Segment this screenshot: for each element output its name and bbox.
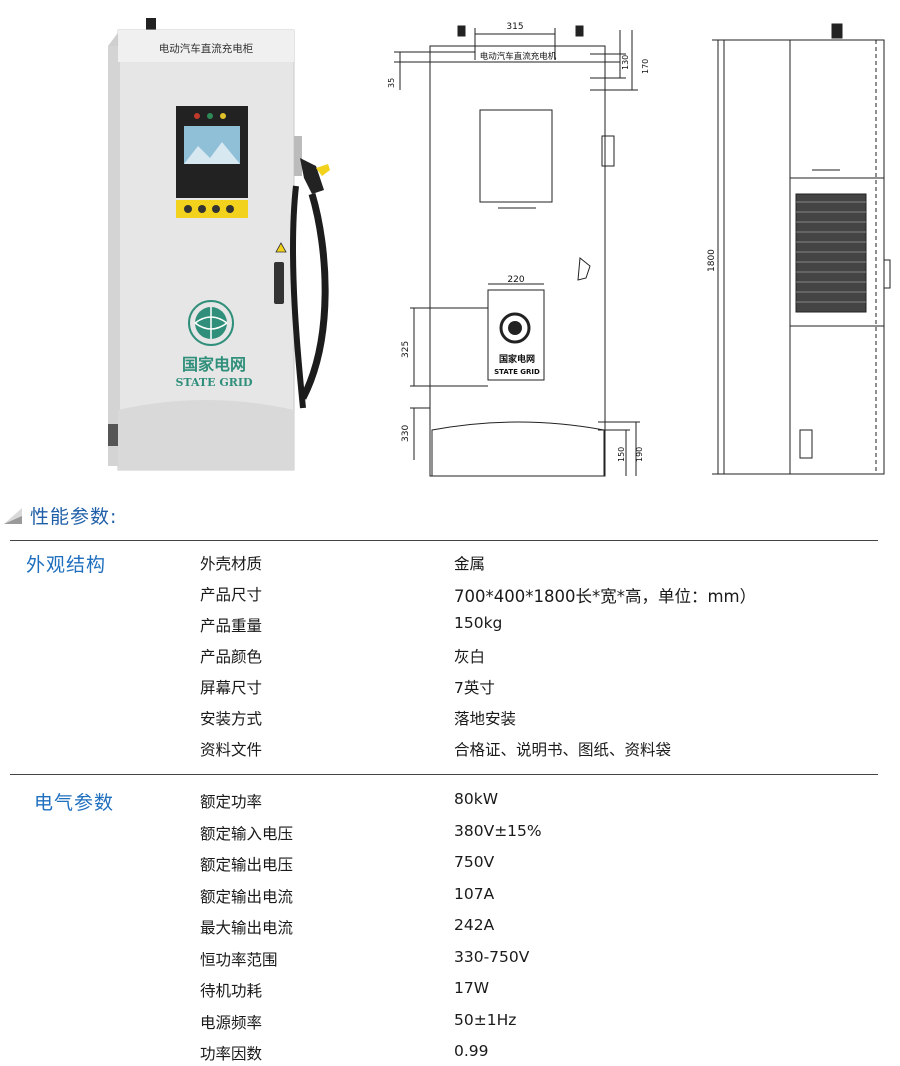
spec-row: 产品颜色 灰白 [0, 641, 900, 672]
spec-value: 380V±15% [454, 821, 542, 840]
divider-line [10, 774, 878, 775]
spec-row: 产品重量 150kg [0, 610, 900, 641]
spec-label: 产品颜色 [200, 648, 263, 666]
spec-value: 灰白 [454, 648, 486, 666]
dim-325: 325 [401, 341, 411, 358]
spec-row: 待机功耗 17W [0, 975, 900, 1006]
spec-value: 750V [454, 853, 495, 871]
spec-value: 7英寸 [454, 679, 495, 697]
spec-label: 额定输出电压 [200, 856, 294, 874]
spec-value: 0.99 [454, 1042, 489, 1060]
spec-label: 额定输出电流 [200, 887, 294, 906]
group-title-electrical: 电气参数 [34, 792, 115, 814]
dim-170: 170 [641, 59, 650, 74]
spec-value: 330-750V [454, 947, 530, 966]
dim-1800: 1800 [707, 249, 717, 272]
spec-row: 额定输出电流 107A [0, 881, 900, 912]
section-heading: 性能参数: [0, 500, 117, 530]
spec-label: 额定输入电压 [200, 824, 294, 843]
spec-label: 最大输出电流 [200, 919, 294, 937]
spec-label: 恒功率范围 [200, 950, 278, 969]
drawing-title-label: 电动汽车直流充电机 [480, 51, 557, 62]
spec-row: 屏幕尺寸 7英寸 [0, 672, 900, 703]
spec-value: 107A [454, 884, 495, 903]
spec-value: 50±1Hz [454, 1010, 517, 1029]
spec-label: 产品尺寸 [200, 586, 263, 604]
spec-label: 产品重量 [200, 617, 263, 635]
front-dimension-drawing: 国家电网 STATE GRID 电动汽车直流充电机 315 130 170 35… [387, 22, 650, 477]
dim-150: 150 [617, 447, 626, 462]
spec-value: 合格证、说明书、图纸、资料袋 [454, 741, 672, 759]
group-title-appearance: 外观结构 [26, 554, 107, 576]
spec-value: 金属 [454, 555, 486, 573]
spec-value: 17W [454, 979, 490, 997]
spec-label: 屏幕尺寸 [200, 679, 263, 697]
spec-row: 外壳材质 金属 [0, 548, 900, 579]
spec-row: 恒功率范围 330-750V [0, 944, 900, 975]
spec-row: 功率因数 0.99 [0, 1038, 900, 1066]
spec-label: 外壳材质 [200, 555, 263, 573]
brand-en-drawing: STATE GRID [494, 368, 540, 376]
spec-value: 80kW [454, 790, 499, 808]
spec-value: 落地安装 [454, 710, 517, 728]
spec-value: 242A [454, 916, 495, 934]
side-dimension-drawing: 1800 [707, 23, 891, 475]
brand-cn-photo: 国家电网 [182, 355, 246, 374]
spec-label: 资料文件 [200, 741, 263, 759]
brand-en-photo: STATE GRID [175, 376, 253, 389]
spec-value: 700*400*1800长*宽*高，单位：mm） [454, 587, 757, 606]
spec-label: 待机功耗 [200, 982, 263, 1000]
spec-value: 150kg [454, 614, 503, 632]
product-figures: 电动汽车直流充电柜 国家电网 STATE GRID [0, 0, 900, 492]
dim-190: 190 [635, 447, 644, 462]
charger-cabinet-photo: 电动汽车直流充电柜 国家电网 STATE GRID [108, 18, 330, 471]
spec-row: 安装方式 落地安装 [0, 703, 900, 734]
triangle-bullet-icon [4, 508, 22, 524]
spec-row: 额定输出电压 750V [0, 849, 900, 880]
spec-label: 电源频率 [200, 1013, 263, 1032]
spec-label: 功率因数 [200, 1045, 263, 1063]
cabinet-title-label: 电动汽车直流充电柜 [159, 42, 254, 55]
divider-line [10, 540, 878, 541]
spec-label: 额定功率 [200, 793, 263, 811]
dim-315: 315 [506, 22, 523, 32]
dim-330: 330 [401, 425, 411, 442]
brand-cn-drawing: 国家电网 [499, 353, 535, 365]
spec-row: 产品尺寸 700*400*1800长*宽*高，单位：mm） [0, 579, 900, 610]
section-title: 性能参数: [30, 505, 118, 528]
spec-row: 最大输出电流 242A [0, 912, 900, 943]
spec-row: 资料文件 合格证、说明书、图纸、资料袋 [0, 734, 900, 765]
dim-220: 220 [507, 275, 524, 285]
dim-35: 35 [387, 78, 396, 88]
dim-130: 130 [621, 55, 630, 70]
spec-row: 电源频率 50±1Hz [0, 1007, 900, 1038]
spec-row: 额定输入电压 380V±15% [0, 818, 900, 849]
spec-label: 安装方式 [200, 710, 263, 728]
spec-row: 额定功率 80kW [0, 786, 900, 817]
